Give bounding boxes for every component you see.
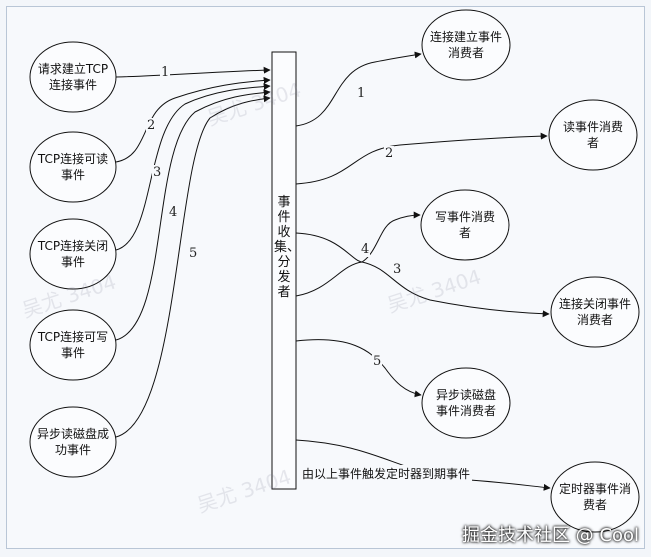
consumer-label-1: 连接建立事件消费者 bbox=[429, 30, 502, 60]
producer-label-5: 异步读磁盘成功事件 bbox=[36, 427, 109, 457]
edge-producer-4 bbox=[115, 89, 271, 341]
edge-consumer-4 bbox=[295, 211, 421, 263]
consumer-node-5 bbox=[421, 367, 511, 439]
edge-label-consumer-5: 5 bbox=[372, 354, 383, 369]
consumer-node-4 bbox=[550, 276, 640, 348]
edge-label-producer-2: 2 bbox=[146, 118, 157, 133]
center-bar bbox=[271, 51, 297, 490]
consumer-label-6: 定时器事件消费者 bbox=[558, 482, 631, 512]
producer-node-5 bbox=[29, 406, 117, 478]
edge-consumer-1 bbox=[295, 51, 422, 127]
edge-label-consumer-3: 3 bbox=[392, 262, 403, 277]
producer-node-2 bbox=[29, 131, 117, 203]
edge-label-consumer-2: 2 bbox=[384, 146, 395, 161]
producer-label-2: TCP连接可读事件 bbox=[37, 152, 109, 182]
edge-label-producer-4: 4 bbox=[168, 205, 179, 220]
consumer-label-2: 读事件消费者 bbox=[562, 120, 623, 150]
edge-label-consumer-1: 1 bbox=[356, 86, 367, 101]
edge-producer-5 bbox=[115, 95, 271, 438]
producer-node-4 bbox=[29, 309, 117, 381]
edge-consumer-2 bbox=[295, 132, 548, 185]
edge-producer-2 bbox=[115, 76, 271, 163]
edge-producer-1 bbox=[115, 66, 271, 78]
consumer-node-2 bbox=[548, 99, 638, 171]
consumer-label-5: 异步读磁盘事件消费者 bbox=[435, 388, 496, 418]
timer-note: 由以上事件触发定时器到期事件 bbox=[300, 465, 473, 482]
edge-label-consumer-4: 4 bbox=[360, 242, 371, 257]
brand-watermark: 掘金技术社区 @ Cool bbox=[461, 525, 639, 546]
producer-label-1: 请求建立TCP连接事件 bbox=[37, 62, 109, 92]
diagram-frame bbox=[6, 6, 645, 549]
producer-node-3 bbox=[29, 218, 117, 290]
edge-producer-3 bbox=[115, 83, 271, 251]
consumer-label-4: 连接关闭事件消费者 bbox=[558, 297, 631, 327]
edge-label-producer-1: 1 bbox=[160, 65, 171, 80]
edge-label-producer-5: 5 bbox=[188, 246, 199, 261]
producer-label-3: TCP连接关闭事件 bbox=[37, 239, 109, 269]
edge-consumer-3 bbox=[295, 261, 550, 318]
producer-label-4: TCP连接可写事件 bbox=[37, 330, 109, 360]
consumer-node-6 bbox=[550, 461, 640, 533]
consumer-label-3: 写事件消费者 bbox=[434, 210, 495, 240]
center-bar-label: 事件收集、分发者 bbox=[274, 195, 301, 300]
edge-label-producer-3: 3 bbox=[152, 165, 163, 180]
edge-consumer-5 bbox=[295, 339, 422, 398]
consumer-node-3 bbox=[420, 189, 510, 261]
consumer-node-1 bbox=[421, 9, 511, 81]
